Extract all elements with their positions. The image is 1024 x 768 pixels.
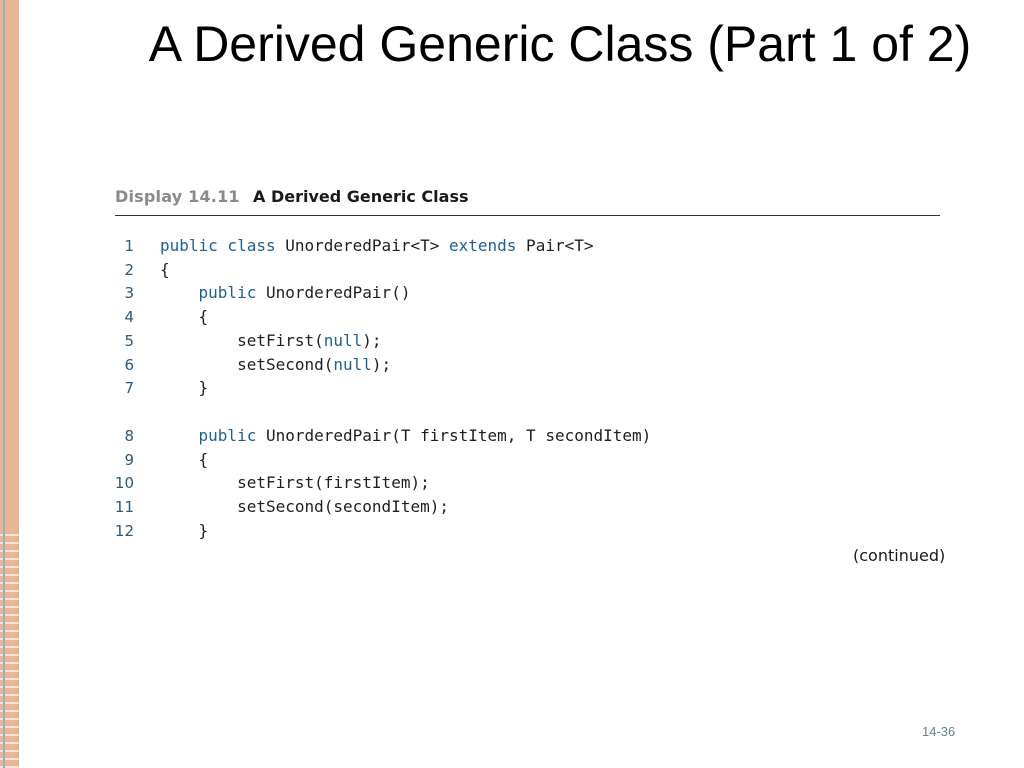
code-text: public UnorderedPair(T firstItem, T seco… [160,424,652,448]
code-keyword: extends [448,236,517,255]
line-number: 8 [124,426,134,445]
code-line: 3 public UnorderedPair() [110,281,410,305]
line-number: 1 [124,237,134,255]
code-text: setSecond(null); [160,353,391,377]
line-number: 6 [124,355,134,374]
code-token: setFirst(firstItem); [160,473,430,493]
code-line: 11 setSecond(secondItem); [110,495,449,519]
line-number: 2 [124,260,134,279]
display-header: Display 14.11 A Derived Generic Class [115,185,940,216]
slide-title: A Derived Generic Class (Part 1 of 2) [148,16,972,72]
code-keyword: public class [160,236,276,255]
code-token: ); [371,354,392,374]
code-token: { [160,259,170,279]
code-line: 12 } [110,519,208,543]
display-label: Display 14.11 [115,187,240,206]
line-number: 7 [124,379,134,398]
code-token: UnorderedPair<T> [275,236,449,255]
line-number: 4 [124,308,134,327]
code-token: { [160,449,209,469]
line-number: 5 [124,331,134,350]
code-text: { [160,258,170,282]
code-token: setFirst( [160,330,324,350]
border-accent-line [3,0,5,768]
code-line: 8 public UnorderedPair(T firstItem, T se… [110,424,651,448]
code-line: 1 public class UnorderedPair<T> extends P… [110,234,593,258]
code-token: ); [362,330,382,350]
code-token: } [160,378,209,398]
continued-note: (continued) [853,546,946,565]
code-line: 6 setSecond(null); [110,353,391,377]
code-text: setFirst(null); [160,329,382,353]
page-number: 14-36 [922,724,956,739]
code-token: Pair<T> [516,236,594,255]
code-keyword: public [198,425,257,445]
code-token: UnorderedPair() [256,283,411,303]
code-token: UnorderedPair(T firstItem, T secondItem) [256,425,652,445]
line-number: 3 [124,284,134,303]
border-stripes [0,528,19,768]
code-keyword: null [323,330,363,350]
code-line: 10 setFirst(firstItem); [110,471,430,495]
code-token [160,283,199,302]
code-token [160,426,199,445]
code-text: public class UnorderedPair<T> extends Pa… [160,234,593,258]
code-token: setSecond( [160,354,334,374]
code-line: 7 } [110,376,208,400]
code-text: setFirst(firstItem); [160,471,430,495]
display-caption: A Derived Generic Class [253,187,469,206]
line-number: 11 [114,498,134,516]
line-number: 9 [124,450,134,469]
code-token: { [160,307,209,327]
code-line: 9 { [110,448,208,472]
code-text: setSecond(secondItem); [160,495,449,519]
code-token: setSecond(secondItem); [160,497,449,516]
code-keyword: null [333,354,372,374]
code-keyword: public [198,283,257,303]
left-decorative-border [0,0,19,768]
line-number: 12 [114,521,134,540]
line-number: 10 [114,474,134,493]
code-line: 5 setFirst(null); [110,329,382,353]
code-text: { [160,448,209,472]
code-text: } [160,376,209,400]
code-text: public UnorderedPair() [160,281,411,305]
code-token: } [160,520,209,540]
code-line: 2{ [110,258,170,282]
code-text: { [160,305,209,329]
code-line: 4 { [110,305,208,329]
code-text: } [160,519,209,543]
